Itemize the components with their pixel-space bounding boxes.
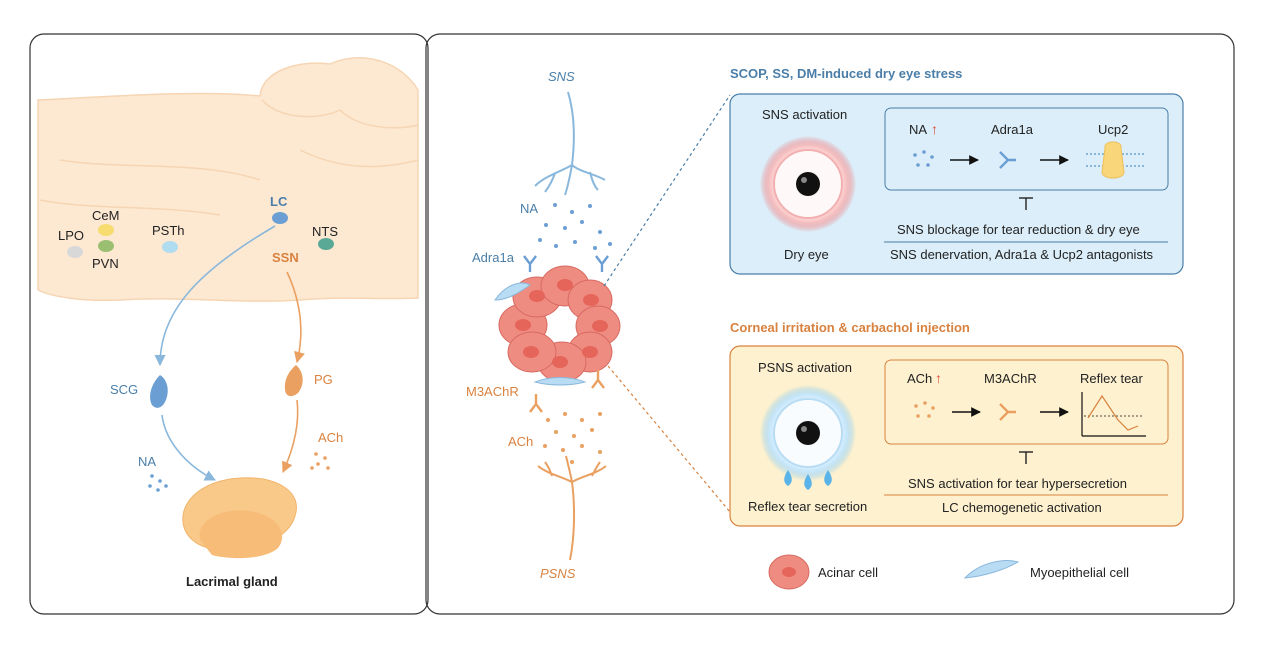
reflex-tear-plot-icon [1081, 392, 1146, 437]
dry-eye-pupil [796, 172, 820, 196]
bottom-receptor-label: M3AChR [984, 371, 1037, 386]
pg-to-gland-arrow [282, 399, 299, 474]
top-receptor-label: Adra1a [991, 122, 1034, 137]
psth-nucleus [162, 241, 178, 253]
bottom-ach-dots [914, 401, 935, 418]
dry-eye-label: Dry eye [784, 247, 829, 262]
scg-to-gland-arrow [161, 414, 217, 481]
lc-nucleus [272, 212, 288, 224]
bottom-ach-label: ACh [907, 371, 932, 386]
pvn-nucleus [98, 240, 114, 252]
top-box-title: SCOP, SS, DM-induced dry eye stress [730, 66, 962, 81]
bottom-method-text: LC chemogenetic activation [942, 500, 1102, 515]
left-panel [29, 33, 429, 615]
na-up-arrow-icon: ↑ [931, 121, 938, 137]
ucp2-membrane-icon [1086, 141, 1144, 179]
adra1a-icon [999, 151, 1016, 169]
adra1a-label: Adra1a [472, 250, 515, 265]
left-na-label: NA [138, 454, 156, 469]
psth-label: PSTh [152, 223, 185, 238]
top-inner-box [884, 107, 1169, 191]
middle-ach-label: ACh [508, 434, 533, 449]
lc-label: LC [270, 194, 288, 209]
tear-drops-icon [784, 470, 832, 490]
left-na-dots [148, 474, 168, 492]
left-ach-dots [310, 452, 330, 470]
cem-label: CeM [92, 208, 119, 223]
pg-label: PG [314, 372, 333, 387]
m3achr-receptor-left [529, 394, 543, 413]
adra1a-receptor-right [595, 255, 609, 272]
legend-myo-label: Myoepithelial cell [1030, 565, 1129, 580]
scg-neuron [150, 375, 168, 408]
pvn-label: PVN [92, 256, 119, 271]
reflex-eye-pupil [796, 421, 820, 445]
lacrimal-gland [182, 477, 297, 559]
legend-myo-icon [963, 560, 1020, 579]
bottom-box-title: Corneal irritation & carbachol injection [730, 320, 970, 335]
psns-label: PSNS [540, 566, 576, 581]
ssn-to-pg-arrow [286, 271, 305, 364]
top-na-dots [913, 150, 934, 167]
reflex-eye-label: Reflex tear secretion [748, 499, 867, 514]
nts-label: NTS [312, 224, 338, 239]
ssn-label: SSN [272, 250, 299, 265]
sns-label: SNS [548, 69, 575, 84]
lc-to-scg-arrow [154, 225, 276, 367]
sns-nerve [534, 91, 606, 196]
myoepithelial-cell-left [494, 282, 531, 301]
adra1a-receptor-left [523, 255, 537, 272]
middle-ach-dots [543, 412, 602, 464]
ach-up-arrow-icon: ↑ [935, 370, 942, 386]
sns-activation-label: SNS activation [762, 107, 847, 122]
lpo-label: LPO [58, 228, 84, 243]
m3achr-label: M3AChR [466, 384, 519, 399]
left-ach-label: ACh [318, 430, 343, 445]
psns-nerve [537, 455, 607, 561]
right-panel [425, 33, 1235, 615]
bottom-target-label: Reflex tear [1080, 371, 1144, 386]
myoepithelial-cell-bottom [533, 377, 587, 386]
m3achr-receptor-right [591, 370, 605, 389]
middle-na-label: NA [520, 201, 538, 216]
gland-label: Lacrimal gland [186, 574, 278, 589]
top-method-text: SNS denervation, Adra1a & Ucp2 antagonis… [890, 247, 1154, 262]
legend-acinar-label: Acinar cell [818, 565, 878, 580]
pg-neuron [284, 365, 303, 397]
top-blockage-text: SNS blockage for tear reduction & dry ey… [897, 222, 1140, 237]
cem-nucleus [98, 224, 114, 236]
scg-label: SCG [110, 382, 138, 397]
top-na-label: NA [909, 122, 927, 137]
bottom-connector [607, 365, 731, 513]
psns-activation-label: PSNS activation [758, 360, 852, 375]
m3achr-icon [999, 403, 1016, 421]
middle-na-dots [538, 203, 612, 250]
lpo-nucleus [67, 246, 83, 258]
bottom-inner-box [884, 359, 1169, 445]
top-target-label: Ucp2 [1098, 122, 1128, 137]
top-connector [603, 94, 731, 287]
nts-nucleus [318, 238, 334, 250]
acinar-ring [498, 265, 621, 383]
bottom-effect-text: SNS activation for tear hypersecretion [908, 476, 1127, 491]
